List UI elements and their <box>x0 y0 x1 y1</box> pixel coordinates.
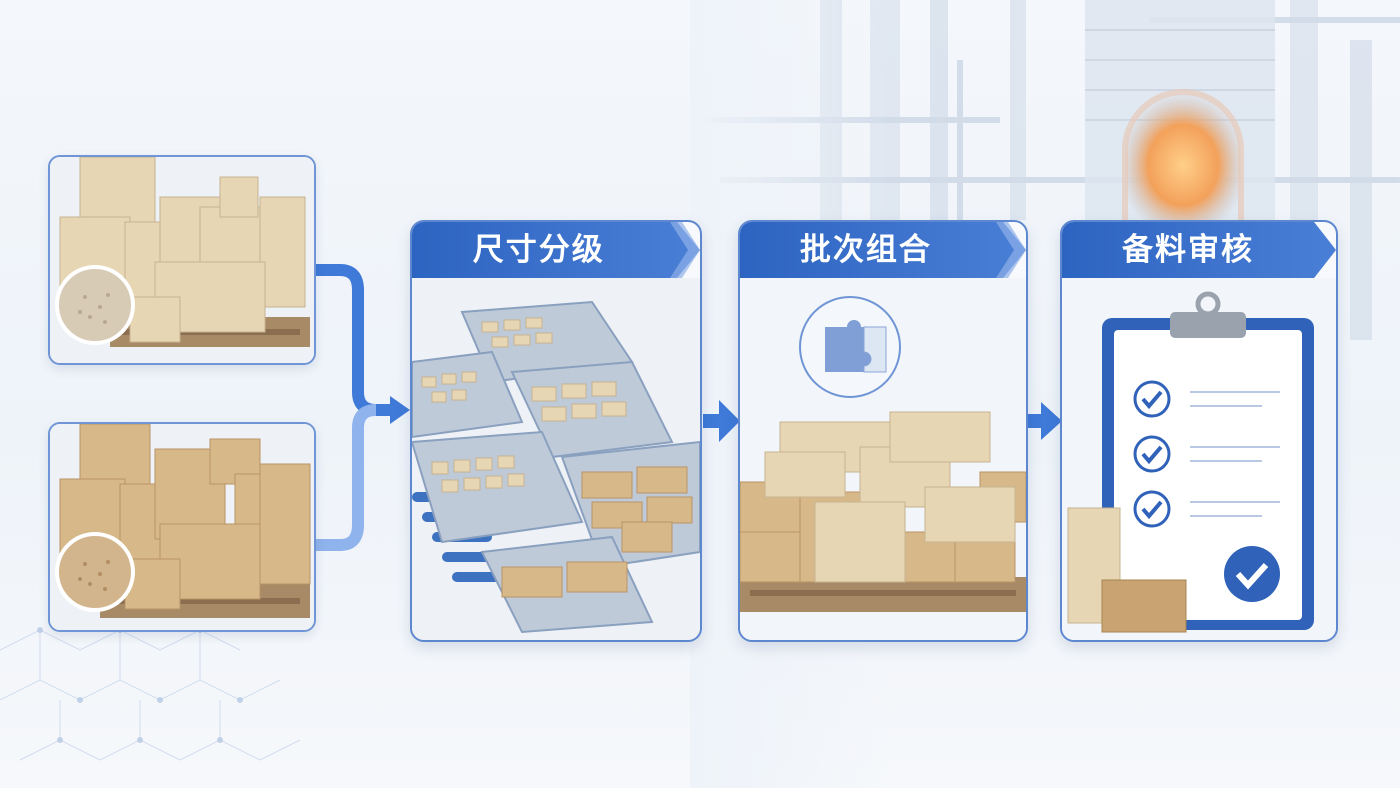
step-card-batch-combination: 批次组合 <box>738 220 1028 642</box>
step-title-size-grading: 尺寸分级 <box>472 232 605 268</box>
check-icon <box>1133 380 1171 418</box>
check-icon <box>1133 490 1171 528</box>
check-icon <box>1224 546 1280 602</box>
step-header <box>1062 222 1336 278</box>
step-card-preparation-review: 备料审核 <box>1060 220 1338 642</box>
raw-material-card-light <box>48 155 316 365</box>
step-title-preparation-review: 备料审核 <box>1122 232 1255 268</box>
raw-material-card-dark <box>48 422 316 632</box>
step-title-batch-combination: 批次组合 <box>799 232 932 268</box>
step-header <box>412 222 700 278</box>
puzzle-icon <box>799 296 901 398</box>
step-header <box>740 222 1026 278</box>
step-card-size-grading: 尺寸分级 <box>410 220 702 642</box>
check-icon <box>1133 435 1171 473</box>
